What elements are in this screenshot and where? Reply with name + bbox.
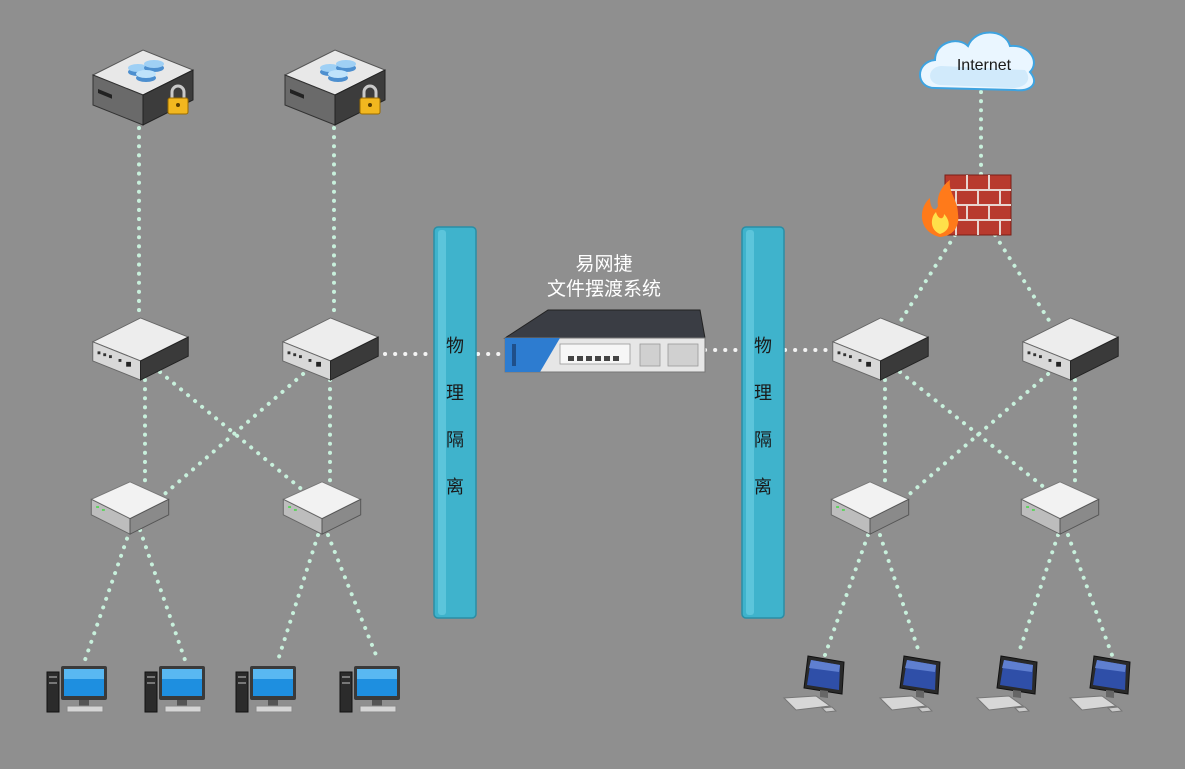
desktop-pc-icon xyxy=(144,665,206,713)
device-label-line2: 文件摆渡系统 xyxy=(547,278,661,300)
workstation-monitor-icon xyxy=(1069,655,1131,713)
file-ferry-device: 易网捷 文件摆渡系统 xyxy=(503,253,706,373)
desktop-pc-icon xyxy=(46,665,108,713)
barrier-char: 离 xyxy=(754,477,772,498)
links-core xyxy=(383,348,832,356)
cloud-icon: Internet xyxy=(919,31,1035,92)
workstation-monitor-icon xyxy=(879,655,941,713)
barrier-char: 离 xyxy=(446,477,464,498)
right-network: Internet xyxy=(783,31,1131,713)
rack-appliance-icon xyxy=(503,309,706,373)
switch-icon xyxy=(90,481,170,535)
left-network xyxy=(46,48,401,713)
device-label-line1: 易网捷 xyxy=(575,253,632,275)
links-right xyxy=(823,90,1114,657)
switch-icon xyxy=(282,481,362,535)
links-left xyxy=(83,126,380,662)
isolation-barrier-right: 物 理 隔 离 xyxy=(741,226,785,619)
barrier-char: 理 xyxy=(446,383,464,404)
barrier-char: 隔 xyxy=(754,430,772,451)
router-icon xyxy=(1022,317,1119,381)
router-icon xyxy=(92,317,189,381)
barrier-char: 物 xyxy=(754,336,772,357)
workstation-monitor-icon xyxy=(783,655,845,713)
barrier-char: 物 xyxy=(446,336,464,357)
router-icon xyxy=(282,317,379,381)
cloud-label: Internet xyxy=(957,57,1012,74)
secure-storage-server-icon xyxy=(283,48,387,127)
desktop-pc-icon xyxy=(235,665,297,713)
router-icon xyxy=(832,317,929,381)
desktop-pc-icon xyxy=(339,665,401,713)
isolation-barrier-left: 物 理 隔 离 xyxy=(433,226,477,619)
switch-icon xyxy=(830,481,910,535)
barrier-char: 理 xyxy=(754,383,772,404)
switch-icon xyxy=(1020,481,1100,535)
firewall-icon xyxy=(921,174,1012,237)
secure-storage-server-icon xyxy=(91,48,195,127)
workstation-monitor-icon xyxy=(976,655,1038,713)
barrier-char: 隔 xyxy=(446,430,464,451)
